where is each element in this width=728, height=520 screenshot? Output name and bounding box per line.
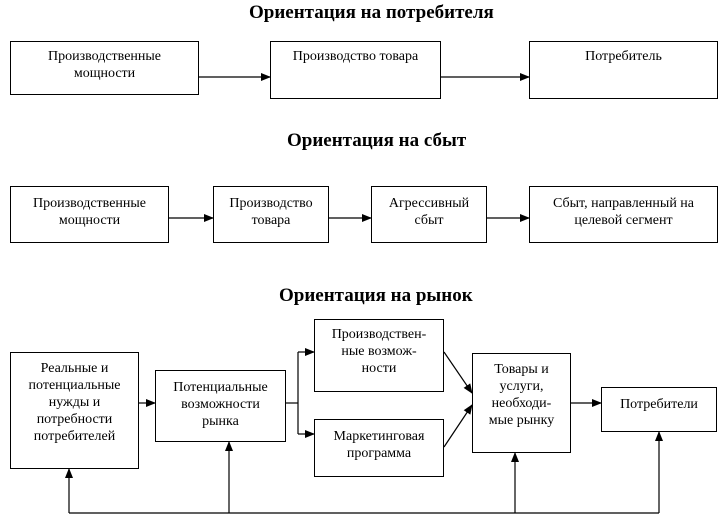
top-goods-production-box: Производство товара	[270, 41, 441, 99]
mid-targeted-sales-box: Сбыт, направленный на целевой сегмент	[529, 186, 718, 243]
mid-goods-production-box: Производство товара	[213, 186, 329, 243]
consumers-box: Потребители	[601, 387, 717, 432]
market-potential-box: Потенциальные возможности рынка	[155, 370, 286, 442]
mid-aggressive-sales-box: Агрессивный сбыт	[371, 186, 487, 243]
market-orientation-title: Ориентация на рынок	[279, 285, 473, 306]
consumer-orientation-title: Ориентация на потребителя	[249, 2, 494, 23]
top-production-capacity-box: Производственные мощности	[10, 41, 199, 95]
arrow-production-goods	[443, 351, 473, 394]
sales-orientation-title: Ориентация на сбыт	[287, 130, 467, 151]
mid-production-capacity-box: Производственные мощности	[10, 186, 169, 243]
arrow-marketing-goods	[443, 404, 473, 448]
market-goods-box: Товары и услуги, необходи- мые рынку	[472, 353, 571, 453]
top-consumer-box: Потребитель	[529, 41, 718, 99]
production-capabilities-box: Производствен- ные возмож- ности	[314, 319, 444, 392]
needs-box: Реальные и потенциальные нужды и потребн…	[10, 352, 139, 469]
marketing-program-box: Маркетинговая программа	[314, 419, 444, 477]
